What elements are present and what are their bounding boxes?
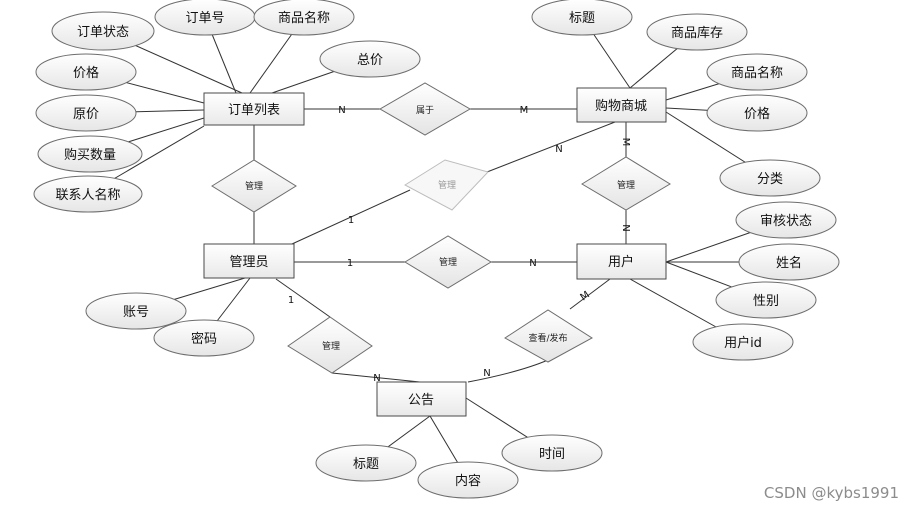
attr-notice-content-label: 内容	[455, 473, 481, 489]
rel-manage-shop-label: 管理	[438, 179, 456, 191]
attr-order-product-name-label: 商品名称	[278, 10, 330, 26]
rel-view-publish: 查看/发布	[504, 309, 593, 363]
card-admin-notice-1: 1	[288, 295, 294, 306]
attr-order-product-name: 商品名称	[253, 0, 355, 36]
entity-notice: 公告	[376, 381, 467, 417]
attr-notice-content: 内容	[417, 461, 519, 499]
rel-manage-order-label: 管理	[245, 180, 263, 192]
attr-admin-password: 密码	[153, 319, 255, 357]
attr-order-original-price: 原价	[35, 94, 137, 132]
attr-order-total: 总价	[319, 40, 421, 78]
rel-belongs-to: 属于	[379, 82, 471, 136]
attr-user-id: 用户id	[692, 323, 794, 361]
order-attributes: 订单状态 订单号 商品名称 总价 价格 原价 购买数量 联系人名称	[33, 0, 421, 213]
attr-order-contact-name-label: 联系人名称	[55, 187, 120, 203]
attr-user-gender: 性别	[715, 281, 817, 319]
card-shop-belongs: M	[520, 105, 529, 116]
rel-belongs-to-label: 属于	[416, 105, 434, 116]
attr-order-no: 订单号	[154, 0, 256, 36]
rel-view-publish-label: 查看/发布	[528, 332, 567, 344]
rel-manage-order: 管理	[211, 159, 297, 213]
attr-order-status-label: 订单状态	[77, 25, 129, 40]
attr-order-price-label: 价格	[73, 65, 99, 81]
entity-notice-label: 公告	[408, 393, 434, 408]
notice-attributes: 标题 内容 时间	[315, 434, 603, 499]
attr-shop-title-label: 标题	[569, 11, 595, 26]
card-admin-user-n: N	[529, 258, 536, 269]
attr-order-quantity: 购买数量	[37, 135, 143, 173]
card-shop-user-n: N	[620, 224, 631, 231]
rel-manage-notice: 管理	[287, 316, 373, 374]
attr-shop-category-label: 分类	[757, 172, 783, 187]
attr-order-no-label: 订单号	[185, 11, 224, 26]
attr-order-total-label: 总价	[357, 53, 383, 68]
rel-manage-shop: 管理	[404, 159, 489, 211]
relationships: 属于 管理 管理 管理 管理 管理 查看/发布	[211, 82, 671, 374]
attr-order-price: 价格	[35, 53, 137, 91]
attr-admin-account-label: 账号	[123, 305, 149, 320]
attr-user-id-label: 用户id	[724, 335, 762, 351]
attr-shop-category: 分类	[719, 159, 821, 197]
attr-notice-time-label: 时间	[539, 447, 565, 462]
attr-shop-product-name: 商品名称	[706, 53, 808, 91]
attr-shop-product-name-label: 商品名称	[731, 65, 783, 81]
entity-user: 用户	[576, 243, 667, 280]
attr-order-original-price-label: 原价	[73, 107, 99, 122]
attr-notice-title-label: 标题	[353, 457, 379, 472]
attr-user-name: 姓名	[738, 243, 840, 281]
entity-admin: 管理员	[203, 243, 295, 279]
entity-shop-label: 购物商城	[595, 98, 647, 114]
rel-manage-user-shop: 管理	[581, 156, 671, 211]
card-admin-notice-n: N	[373, 373, 380, 384]
attr-shop-stock-label: 商品库存	[671, 25, 723, 41]
entity-user-label: 用户	[608, 254, 634, 270]
attr-notice-title: 标题	[315, 444, 417, 482]
attr-user-gender-label: 性别	[753, 294, 779, 309]
attr-admin-password-label: 密码	[191, 331, 217, 347]
attr-user-review-status-label: 审核状态	[760, 214, 812, 229]
card-admin-shop-1: 1	[348, 215, 354, 226]
attr-user-review-status: 审核状态	[735, 201, 837, 239]
card-order-belongs: N	[338, 105, 345, 116]
attr-notice-time: 时间	[501, 434, 603, 472]
attr-admin-account: 账号	[85, 292, 187, 330]
rel-manage-user: 管理	[404, 235, 492, 289]
watermark: CSDN @kybs1991	[763, 484, 899, 502]
attr-shop-price: 价格	[706, 94, 808, 132]
rel-manage-notice-label: 管理	[322, 340, 340, 352]
entity-admin-label: 管理员	[229, 255, 268, 270]
rel-manage-user-shop-label: 管理	[617, 179, 635, 191]
attr-shop-stock: 商品库存	[646, 13, 748, 51]
card-admin-shop-n: N	[555, 144, 562, 155]
card-admin-user-1: 1	[347, 258, 353, 269]
attr-order-contact-name: 联系人名称	[33, 175, 143, 213]
entity-shop: 购物商城	[576, 87, 667, 123]
attr-shop-title: 标题	[531, 0, 633, 36]
entity-order-list: 订单列表	[203, 92, 305, 126]
shop-attributes: 标题 商品库存 商品名称 价格 分类	[531, 0, 821, 197]
attr-user-name-label: 姓名	[776, 255, 802, 271]
rel-manage-user-label: 管理	[439, 256, 457, 268]
card-shop-user-m: M	[620, 138, 631, 147]
entity-order-list-label: 订单列表	[228, 103, 280, 118]
attr-order-quantity-label: 购买数量	[64, 147, 116, 163]
user-attributes: 审核状态 姓名 性别 用户id	[692, 201, 840, 361]
entities: 订单列表 购物商城 管理员 用户 公告	[203, 87, 667, 417]
card-user-notice-n: N	[483, 368, 490, 379]
attr-order-status: 订单状态	[51, 11, 155, 51]
attr-shop-price-label: 价格	[744, 106, 770, 122]
admin-attributes: 账号 密码	[85, 292, 255, 357]
